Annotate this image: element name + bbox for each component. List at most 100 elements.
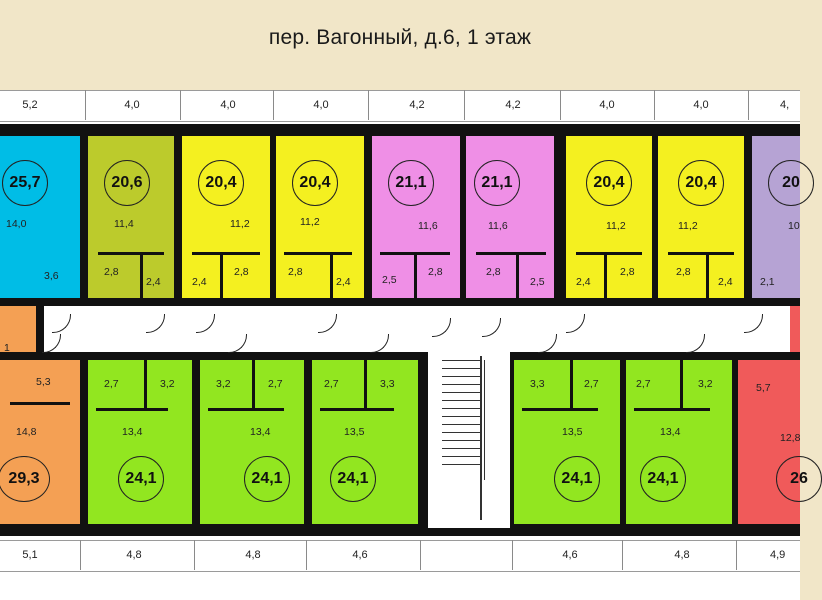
- sub-area: 3,2: [160, 378, 175, 390]
- sub-area: 2,8: [486, 266, 501, 278]
- living-area: 13,4: [250, 426, 271, 438]
- band-tick: [368, 90, 369, 120]
- wall-bottom: [0, 524, 800, 536]
- wall-corridor-bottom: [0, 352, 800, 360]
- stairwell: [428, 352, 510, 528]
- area-badge: 24,1: [118, 456, 164, 502]
- area-badge: 20,4: [198, 160, 244, 206]
- partition: [476, 252, 546, 255]
- living-area: 14,8: [16, 426, 37, 438]
- partition: [732, 360, 738, 524]
- sub-area: 2,8: [620, 266, 635, 278]
- bottom-dim-1: 5,1: [22, 549, 38, 561]
- bottom-dim-3: 4,8: [245, 549, 261, 561]
- living-area: 11,2: [230, 218, 250, 230]
- sub-area: 2,5: [530, 276, 545, 288]
- partition: [652, 136, 658, 298]
- apartment-top-1: [0, 136, 80, 298]
- band-tick: [306, 540, 307, 570]
- living-area: 11,6: [418, 220, 438, 232]
- band-tick: [560, 90, 561, 120]
- bottom-dim-5: 4,6: [562, 549, 578, 561]
- living-area: 11,2: [300, 216, 320, 228]
- band-tick: [748, 90, 749, 120]
- sub-area: 2,7: [104, 378, 119, 390]
- partition: [10, 402, 70, 405]
- top-dim-9: 4,: [780, 99, 790, 111]
- sub-area: 3,3: [530, 378, 545, 390]
- partition: [270, 136, 276, 298]
- top-dim-4: 4,0: [313, 99, 329, 111]
- partition: [634, 408, 710, 411]
- area-badge: 21,1: [388, 160, 434, 206]
- sub-area: 2,8: [676, 266, 691, 278]
- partition: [418, 360, 428, 524]
- top-dim-2: 4,0: [124, 99, 140, 111]
- top-dim-1: 5,2: [22, 99, 38, 111]
- sub-area: 2,8: [428, 266, 443, 278]
- living-area: 13,5: [344, 426, 365, 438]
- partition: [668, 252, 734, 255]
- partition: [364, 136, 372, 298]
- partition: [192, 252, 260, 255]
- area-badge: 26: [776, 456, 822, 502]
- partition: [680, 360, 683, 408]
- sub-area: 2,4: [576, 276, 591, 288]
- partition: [96, 408, 168, 411]
- bottom-dim-2: 4,8: [126, 549, 142, 561]
- area-badge: 24,1: [244, 456, 290, 502]
- area-badge: 29,3: [0, 456, 50, 502]
- partition: [744, 136, 752, 298]
- living-area: 11,2: [678, 220, 698, 232]
- partition: [80, 136, 88, 298]
- living-area: 12,8: [780, 432, 801, 444]
- area-badge: 20,4: [292, 160, 338, 206]
- partition: [576, 252, 642, 255]
- top-dim-3: 4,0: [220, 99, 236, 111]
- area-badge: 20,6: [104, 160, 150, 206]
- partition: [522, 408, 598, 411]
- band-tick: [464, 90, 465, 120]
- top-dim-5: 4,2: [409, 99, 425, 111]
- living-area: 10: [788, 220, 800, 232]
- sub-area: 3,3: [380, 378, 395, 390]
- sub-area: 2,4: [192, 276, 207, 288]
- partition: [554, 136, 566, 298]
- top-dim-6: 4,2: [505, 99, 521, 111]
- sub-area: 3,2: [216, 378, 231, 390]
- sub-area: 2,8: [288, 266, 303, 278]
- sub-area: 2,7: [324, 378, 339, 390]
- partition: [144, 360, 147, 408]
- living-area: 13,4: [122, 426, 143, 438]
- floor-plan: 5,2 4,0 4,0 4,0 4,2 4,2 4,0 4,0 4, 5,1 4…: [0, 90, 822, 600]
- partition: [36, 306, 44, 352]
- band-tick: [80, 540, 81, 570]
- partition: [414, 255, 417, 298]
- area-badge: 24,1: [554, 456, 600, 502]
- sub-area: 2,8: [234, 266, 249, 278]
- living-area: 13,5: [562, 426, 583, 438]
- band-tick: [654, 90, 655, 120]
- band-tick: [180, 90, 181, 120]
- plan-title: пер. Вагонный, д.6, 1 этаж: [268, 26, 532, 49]
- band-tick: [512, 540, 513, 570]
- bottom-dimension-band: [0, 540, 800, 572]
- partition: [220, 255, 223, 298]
- partition: [192, 360, 200, 524]
- partition: [252, 360, 255, 408]
- partition: [620, 360, 626, 524]
- corridor-stub-right: [790, 306, 800, 352]
- partition: [304, 360, 312, 524]
- band-tick: [420, 540, 421, 570]
- sub-area: 2,7: [636, 378, 651, 390]
- partition: [174, 136, 182, 298]
- sub-area: 2,7: [268, 378, 283, 390]
- top-dim-8: 4,0: [693, 99, 709, 111]
- living-area: 14,0: [6, 218, 27, 230]
- sub-area: 2,4: [146, 276, 161, 288]
- living-area: 13,4: [660, 426, 681, 438]
- wall-corridor-top: [0, 298, 800, 306]
- sub-area: 2,8: [104, 266, 119, 278]
- area-badge: 25,7: [2, 160, 48, 206]
- sub-area: 2,5: [382, 274, 397, 286]
